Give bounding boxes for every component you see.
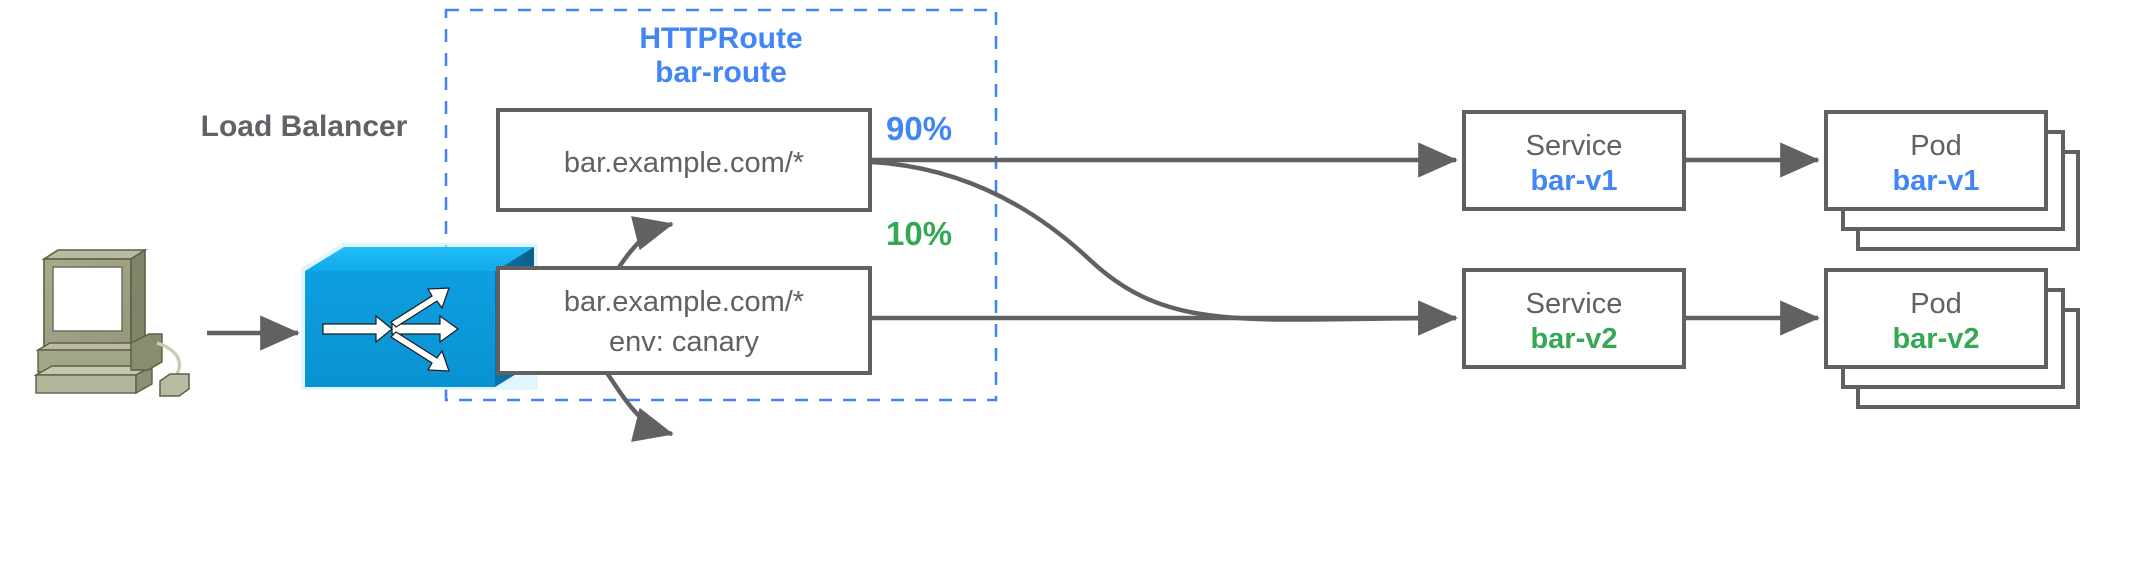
httproute-rule-primary[interactable]: bar.example.com/*	[496, 108, 872, 212]
pod-v1-name-label: bar-v1	[1892, 165, 1979, 197]
load-balancer-label: Load Balancer	[201, 110, 408, 143]
desktop-computer-icon	[33, 248, 190, 397]
httproute-rule-canary[interactable]: bar.example.com/* env: canary	[496, 266, 872, 375]
pod-v1-kind-label: Pod	[1910, 130, 1962, 162]
rule-canary-line-2: env: canary	[609, 326, 759, 358]
pod-v2-kind-label: Pod	[1910, 288, 1962, 320]
httproute-kind-label: HTTPRoute	[639, 22, 802, 55]
httproute-dashed-container	[444, 8, 998, 402]
service-v2-name-label: bar-v2	[1530, 323, 1617, 355]
service-v2-kind-label: Service	[1526, 288, 1623, 320]
pod-v1-stack-layer-1	[1824, 110, 2048, 211]
arrow-rule-primary-to-service-v2	[869, 159, 1458, 336]
pod-v2-stack-layer-1	[1824, 268, 2048, 369]
weight-label-90: 90%	[886, 110, 952, 147]
pod-bar-v2[interactable]: Pod bar-v2	[1824, 268, 2080, 409]
pod-bar-v1[interactable]: Pod bar-v1	[1824, 110, 2080, 251]
service-v1-name-label: bar-v1	[1530, 165, 1617, 197]
service-bar-v2[interactable]: Service bar-v2	[1462, 268, 1686, 369]
weight-label-10: 10%	[886, 215, 952, 252]
rule-canary-line-1: bar.example.com/*	[564, 286, 804, 318]
rule-primary-line-1: bar.example.com/*	[564, 147, 804, 179]
httproute-name-label: bar-route	[655, 56, 787, 89]
service-v1-kind-label: Service	[1526, 130, 1623, 162]
service-bar-v1[interactable]: Service bar-v1	[1462, 110, 1686, 211]
pod-v2-name-label: bar-v2	[1892, 323, 1979, 355]
